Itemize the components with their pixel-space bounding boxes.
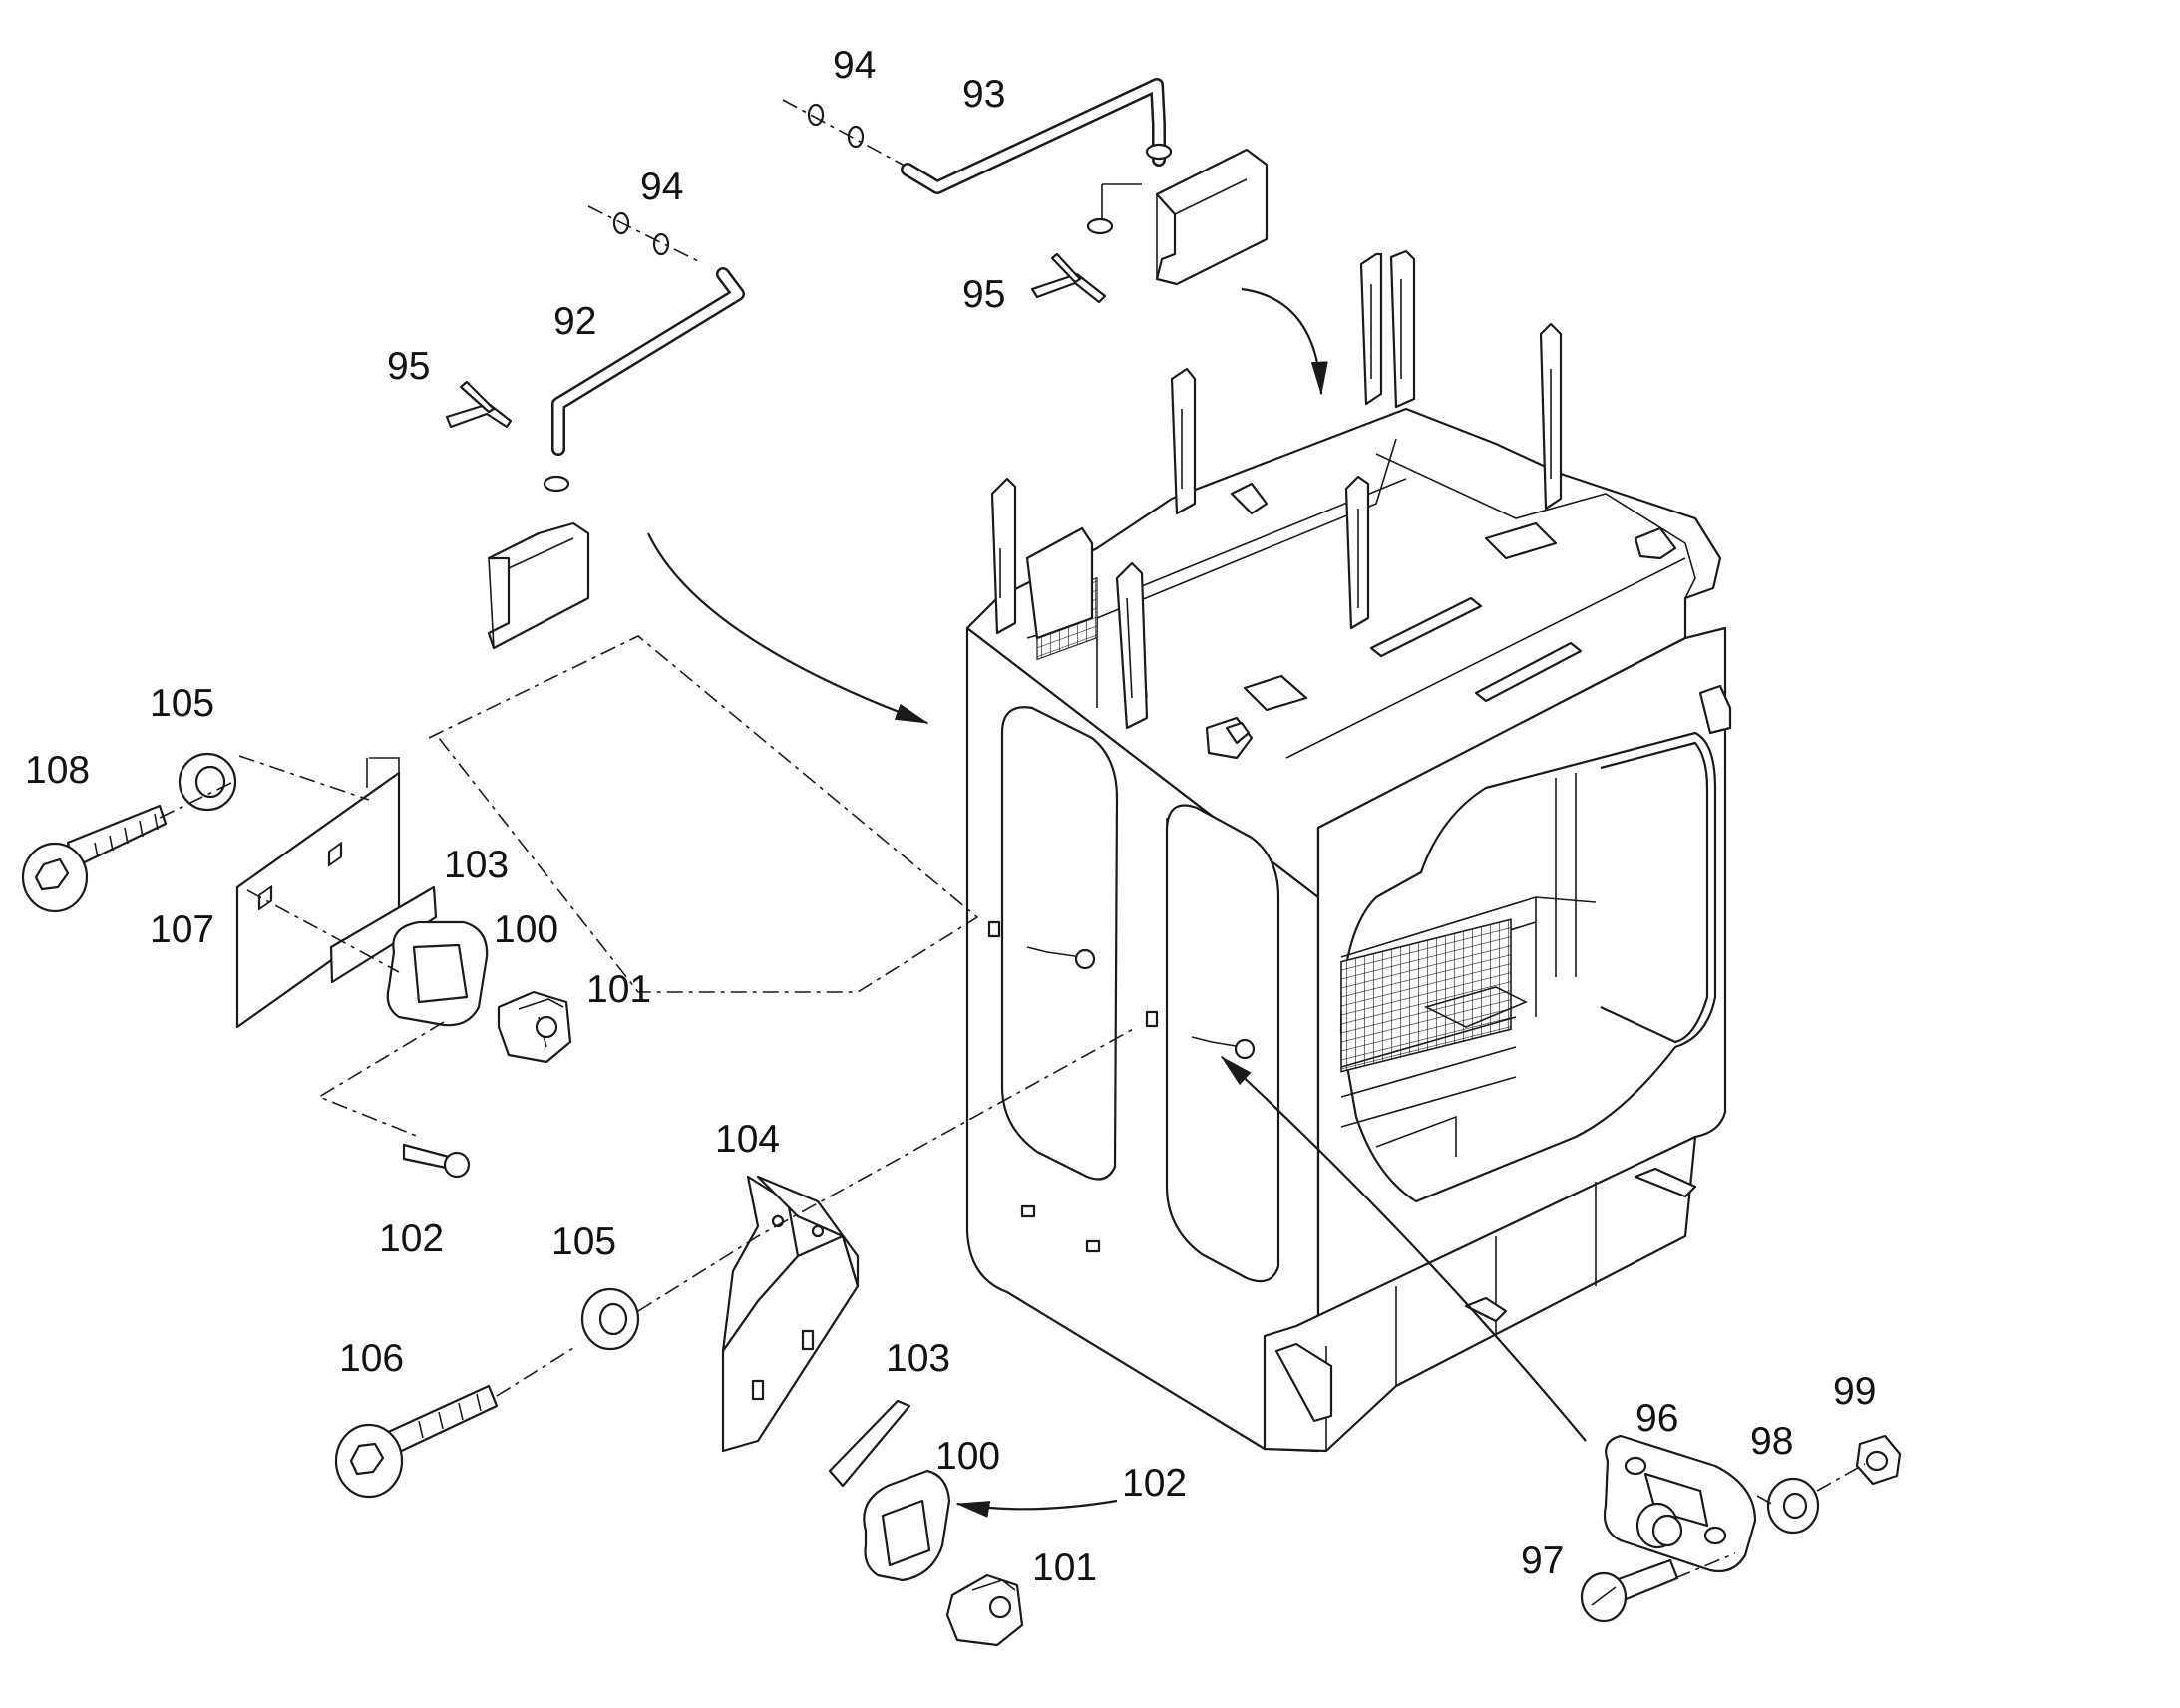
bracket-104 — [721, 1175, 860, 1453]
plate-103-upper — [329, 885, 438, 984]
callout-99: 99 — [1833, 1370, 1876, 1413]
bolt-106 — [334, 1384, 499, 1499]
callout-95-left: 95 — [387, 345, 430, 388]
bracket-107 — [235, 757, 401, 1029]
callout-100-upper: 100 — [494, 908, 558, 951]
callout-102-lower: 102 — [1122, 1462, 1187, 1505]
rod-93 — [901, 78, 1166, 194]
callout-97: 97 — [1521, 1539, 1564, 1582]
nut-99 — [1855, 1434, 1902, 1486]
cotter-pins-95 — [445, 183, 1142, 429]
left-face-windows — [987, 706, 1697, 1423]
callout-96: 96 — [1635, 1397, 1678, 1440]
callout-105-upper: 105 — [150, 682, 214, 725]
callout-92: 92 — [553, 300, 596, 343]
washers-94 — [543, 99, 1173, 493]
callout-100-lower: 100 — [935, 1435, 1000, 1478]
callout-93: 93 — [962, 73, 1005, 116]
callout-104: 104 — [715, 1118, 780, 1161]
washer-98 — [1766, 1477, 1820, 1535]
callout-94-left: 94 — [640, 166, 683, 208]
latch-plate-96 — [1603, 1434, 1757, 1573]
washer-105-lower — [580, 1287, 640, 1351]
bolt-108 — [21, 804, 168, 913]
plate-103-lower — [828, 1399, 911, 1488]
assembly-arrows — [647, 287, 1587, 1518]
assembly-lines — [159, 635, 1866, 1579]
callout-101-upper: 101 — [586, 968, 651, 1011]
callout-98: 98 — [1750, 1420, 1793, 1463]
callout-102-upper: 102 — [379, 1217, 444, 1260]
washer-105-upper — [178, 752, 237, 812]
callout-107: 107 — [150, 908, 214, 951]
hinge-block-right — [1155, 148, 1269, 286]
callout-101-lower: 101 — [1032, 1546, 1097, 1589]
callout-106: 106 — [339, 1337, 404, 1380]
latch-100-lower — [863, 1469, 951, 1582]
callout-95-right: 95 — [962, 273, 1005, 316]
knob-101-upper — [497, 990, 572, 1064]
callout-94-top: 94 — [833, 44, 876, 87]
callout-108: 108 — [25, 749, 90, 792]
mounting-brackets — [990, 249, 1732, 760]
hinge-block-left — [487, 521, 590, 650]
callout-labels: 94 93 94 92 95 95 105 108 103 107 100 10… — [25, 44, 1876, 1589]
callout-103-lower: 103 — [886, 1337, 950, 1380]
screw-97 — [1580, 1558, 1679, 1623]
screw-102-upper — [402, 1143, 471, 1179]
latch-100-upper — [386, 920, 489, 1027]
callout-105-lower: 105 — [551, 1220, 616, 1263]
knob-101-lower — [945, 1573, 1024, 1647]
callout-103-upper: 103 — [444, 844, 509, 886]
rod-92 — [551, 267, 745, 456]
